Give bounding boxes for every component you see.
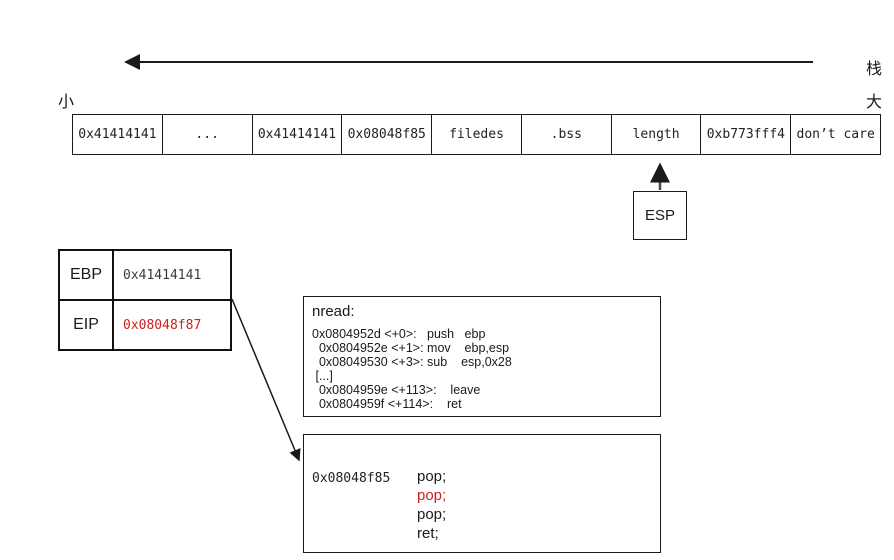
asm-line: [...]: [312, 369, 333, 383]
asm-line: 0x0804959f <+114>: ret: [312, 397, 462, 411]
gadget-instruction: ret;: [417, 525, 439, 542]
gadget-address: 0x08048f85: [312, 471, 391, 486]
esp-label: ESP: [644, 207, 675, 224]
register-name: EBP: [60, 251, 114, 299]
register-value: 0x08048f87: [123, 317, 202, 333]
label-stack: 栈: [866, 61, 883, 78]
eip-to-gadget-arrow: [231, 298, 301, 462]
register-name: EIP: [60, 301, 114, 349]
memory-cell: 0x41414141: [253, 115, 343, 154]
rop-gadget-box: 0x08048f85 pop; pop; pop; ret;: [303, 434, 661, 553]
label-big: 大: [866, 94, 883, 111]
gadget-instruction: pop;: [417, 506, 447, 523]
label-small: 小: [58, 94, 75, 111]
gadget-instruction: pop;: [417, 487, 447, 504]
register-table: EBP 0x41414141 EIP 0x08048f87: [58, 249, 232, 351]
asm-line: 0x08049530 <+3>: sub esp,0x28: [312, 355, 512, 369]
register-row-eip: EIP 0x08048f87: [60, 299, 230, 349]
memory-cell: 0x41414141: [73, 115, 163, 154]
stack-memory-row: 0x41414141 ... 0x41414141 0x08048f85 fil…: [72, 114, 881, 155]
gadget-instruction-list: pop; pop; pop; ret;: [417, 467, 446, 543]
gadget-instruction: pop;: [417, 468, 447, 485]
memory-cell: 0xb773fff4: [701, 115, 792, 154]
memory-cell: ...: [163, 115, 253, 154]
memory-cell: .bss: [522, 115, 612, 154]
memory-cell: filedes: [432, 115, 522, 154]
register-value: 0x41414141: [123, 267, 202, 283]
memory-cell: length: [612, 115, 702, 154]
memory-cell: 0x08048f85: [342, 115, 433, 154]
asm-line: 0x0804952e <+1>: mov ebp,esp: [312, 341, 510, 355]
esp-register-box: ESP: [633, 191, 687, 240]
nread-disassembly-box: nread: 0x0804952d <+0>: push ebp 0x08049…: [303, 296, 661, 417]
register-row-ebp: EBP 0x41414141: [60, 251, 230, 299]
function-title: nread:: [312, 303, 355, 320]
asm-line: 0x0804952d <+0>: push ebp: [312, 327, 486, 341]
asm-line: 0x0804959e <+113>: leave: [312, 383, 481, 397]
memory-cell: don’t care: [796, 127, 875, 142]
